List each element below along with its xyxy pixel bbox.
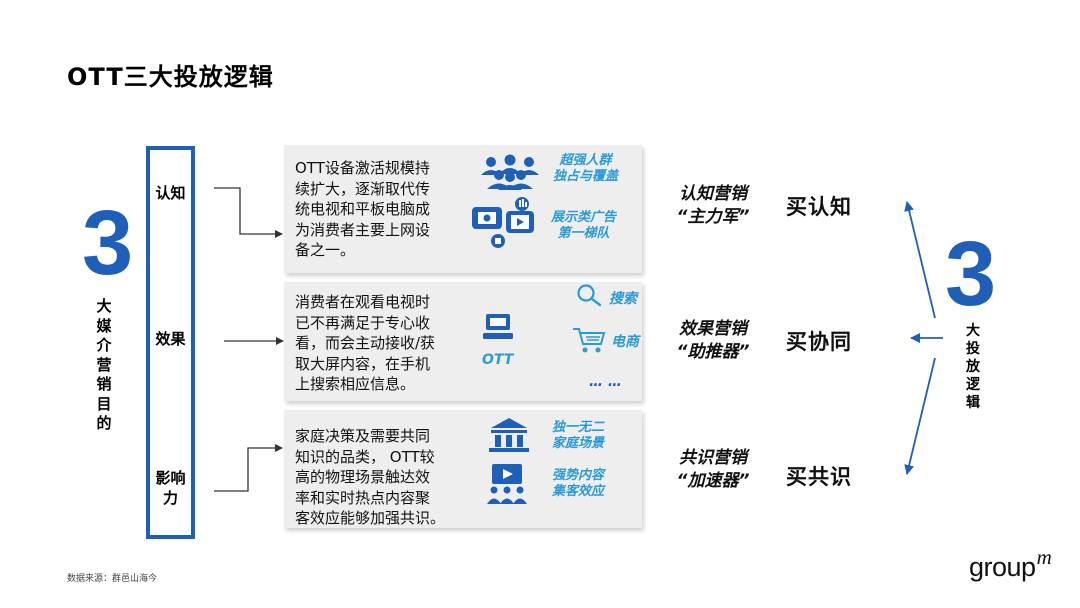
arrow-down-consensus (904, 357, 936, 475)
tag-more: … … (589, 374, 622, 390)
search-icon (577, 284, 602, 307)
left-vertical-label: 大 媒 介 营 销 目 的 (96, 297, 112, 432)
tag-family-scene: 独一无二 家庭场景 (552, 420, 605, 451)
bar-label-awareness: 认知 (155, 184, 186, 202)
connector-influence (214, 444, 283, 492)
box-text: 家庭决策及需要共同 知识的品类， OTT较 高的物理场景触达效 率和实时热点内容… (295, 427, 446, 527)
page-title: OTT三大投放逻辑 (67, 63, 274, 91)
box-text: OTT设备激活规模持 续扩大，逐渐取代传 统电视和平板电脑成 为消费者主要上网设… (295, 159, 431, 259)
buy-coordination: 买协同 (786, 330, 852, 354)
tag-crowd: 超强人群 独占与覆盖 (553, 153, 619, 184)
tag-search: 搜索 (609, 291, 637, 307)
tag-ecommerce: 电商 (611, 334, 639, 350)
left-number: 3 (82, 192, 134, 294)
buy-consensus: 买共识 (786, 465, 852, 489)
tv-box-icon (483, 314, 513, 339)
ott-label: OTT (482, 352, 514, 368)
connector-awareness (214, 187, 283, 238)
house-icon (489, 418, 529, 452)
crowd-icon (481, 154, 539, 190)
bar-label-influence: 影响 力 (155, 469, 186, 507)
info-box-awareness: OTT设备激活规模持 续扩大，逐渐取代传 统电视和平板电脑成 为消费者主要上网设… (284, 145, 642, 273)
groupm-logo: groupm (969, 545, 1052, 582)
marketing-performance: 效果营销 “助推器” (676, 319, 750, 362)
bar-label-performance: 效果 (155, 330, 186, 348)
tag-display-ads: 展示类广告 第一梯队 (551, 210, 617, 241)
marketing-consensus: 共识营销 “加速器” (676, 448, 750, 491)
audience-screen-icon (487, 464, 527, 504)
right-vertical-label: 大 投 放 逻 辑 (966, 323, 980, 411)
right-number: 3 (945, 223, 997, 325)
box-text: 消费者在观看电视时 已不再满足于专心收 看，而会主动接收/获 取大屏内容，在手机… (295, 293, 436, 393)
info-box-influence: 家庭决策及需要共同 知识的品类， OTT较 高的物理场景触达效 率和实时热点内容… (284, 410, 642, 528)
shopping-cart-icon (573, 328, 606, 353)
arrow-up-awareness (904, 201, 936, 319)
tag-content-gathering: 强势内容 集客效应 (552, 468, 605, 499)
buy-awareness: 买认知 (786, 195, 852, 219)
display-ads-icon (472, 197, 534, 248)
marketing-awareness: 认知营销 “主力军” (676, 184, 750, 227)
purpose-bracket (146, 146, 195, 539)
data-source: 数据来源：群邑山海今 (67, 574, 158, 584)
